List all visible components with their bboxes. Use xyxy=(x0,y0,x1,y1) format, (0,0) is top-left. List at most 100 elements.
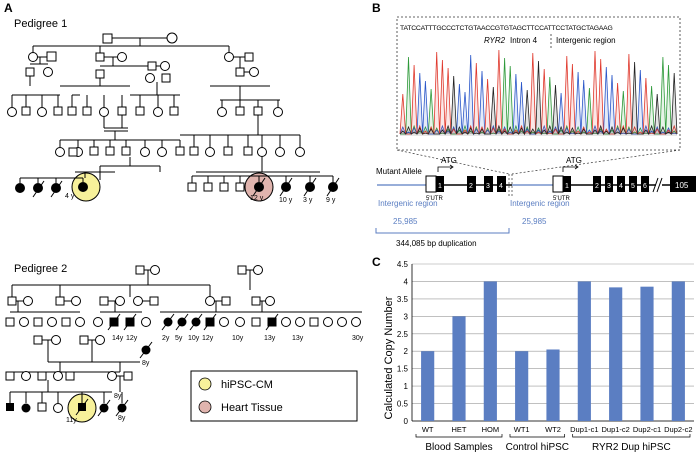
y-tick-label: 0.5 xyxy=(397,400,409,409)
pedigree-1: 4 y 12 y 10 y 3 y 9 y xyxy=(7,32,340,204)
svg-text:4: 4 xyxy=(619,183,623,190)
svg-text:25,985: 25,985 xyxy=(393,217,418,226)
pedigree-2: 14y 12y 2y 5y 10y 12y 10y 13y 13y 30y 8y xyxy=(5,265,364,424)
pedigree1-title: Pedigree 1 xyxy=(14,18,67,30)
svg-text:2y: 2y xyxy=(162,335,170,342)
svg-text:1: 1 xyxy=(565,183,569,190)
copy-number-chart: Calculated Copy Number 00.511.522.533.54… xyxy=(383,260,694,453)
group-bracket xyxy=(572,434,691,438)
svg-text:12y: 12y xyxy=(202,335,214,342)
y-tick-label: 1.5 xyxy=(397,365,409,374)
gene-label: RYR2 xyxy=(484,36,506,45)
bar-WT2 xyxy=(546,349,560,421)
bar-HOM xyxy=(483,281,497,421)
svg-text:3 y: 3 y xyxy=(303,197,313,204)
svg-text:10y: 10y xyxy=(188,335,200,342)
x-tick-label: Dup1-c1 xyxy=(570,425,598,434)
intergenic-label-1: Intergenic region xyxy=(378,199,438,208)
bar-WT xyxy=(421,351,435,421)
gene-map: Mutant Allele ATG 1 2 3 4 5'UTR ATG 1 5'… xyxy=(375,156,696,248)
svg-text:25,985: 25,985 xyxy=(522,217,547,226)
y-tick-label: 2.5 xyxy=(397,330,409,339)
svg-text:2: 2 xyxy=(469,183,473,190)
svg-text:13y: 13y xyxy=(264,335,276,342)
svg-text:13y: 13y xyxy=(292,335,304,342)
panel-a-label: A xyxy=(4,1,13,15)
svg-text:14y: 14y xyxy=(112,335,124,342)
svg-text:3: 3 xyxy=(607,183,611,190)
svg-text:12y: 12y xyxy=(126,335,138,342)
svg-text:8y: 8y xyxy=(114,393,122,400)
legend-hipsc-swatch xyxy=(198,377,212,391)
legend-hipsc-label: hiPSC-CM xyxy=(221,379,273,391)
y-tick-label: 1 xyxy=(404,382,409,391)
legend-heart-label: Heart Tissue xyxy=(221,402,283,414)
x-tick-label: Dup2-c1 xyxy=(633,425,661,434)
svg-text:5y: 5y xyxy=(175,335,183,342)
legend: hiPSC-CM Heart Tissue xyxy=(190,370,358,422)
svg-text:8y: 8y xyxy=(118,415,126,422)
affected-female xyxy=(15,183,25,193)
svg-text:10 y: 10 y xyxy=(279,197,293,204)
intergenic-label-2: Intergenic region xyxy=(510,199,570,208)
sequence-chromatogram: TATCCATTTGCCCTCTGTAACCGTGTAGCTTCCATTCCTA… xyxy=(396,16,681,151)
svg-text:6: 6 xyxy=(643,183,647,190)
bar-WT1 xyxy=(515,351,529,421)
svg-text:5'UTR: 5'UTR xyxy=(426,196,443,202)
chart-bars xyxy=(421,281,685,421)
x-tick-label: Dup1-c2 xyxy=(601,425,629,434)
x-tick-label: HOM xyxy=(482,425,500,434)
bar-Dup2-c1 xyxy=(640,286,654,421)
atg-label-1: ATG xyxy=(441,156,457,165)
svg-text:4: 4 xyxy=(499,183,503,190)
p1-founder-male xyxy=(102,33,113,44)
x-tick-label: Dup2-c2 xyxy=(664,425,692,434)
base-sequence: TATCCATTTGCCCTCTGTAACCGTGTAGCTTCCATTCCTA… xyxy=(400,25,613,32)
group-bracket xyxy=(415,434,503,438)
p1-founder-female xyxy=(166,32,178,44)
exon-1-mut xyxy=(436,176,444,192)
utr-box-1 xyxy=(425,175,437,193)
svg-text:10y: 10y xyxy=(232,335,244,342)
intergenic-top-label: Intergenic region xyxy=(556,36,616,45)
x-tick-label: WT2 xyxy=(545,425,561,434)
svg-text:3: 3 xyxy=(486,183,490,190)
svg-text:105: 105 xyxy=(675,181,689,190)
svg-text:4 y: 4 y xyxy=(65,193,75,200)
chromatogram-traces xyxy=(399,49,678,136)
svg-text:5: 5 xyxy=(631,183,635,190)
bar-Dup1-c2 xyxy=(609,287,623,421)
atg-label-2: ATG xyxy=(566,156,582,165)
x-tick-label: WT xyxy=(422,425,434,434)
bar-Dup2-c2 xyxy=(671,281,685,421)
y-axis-label: Calculated Copy Number xyxy=(383,296,395,419)
svg-text:30y: 30y xyxy=(352,335,364,342)
exon-105 xyxy=(670,176,696,192)
group-label: RYR2 Dup hiPSC xyxy=(592,442,671,453)
svg-text:9 y: 9 y xyxy=(326,197,336,204)
panel-b-label: B xyxy=(372,1,381,15)
panel-c-label: C xyxy=(372,255,381,269)
y-tick-label: 4 xyxy=(404,277,409,286)
svg-text:8y: 8y xyxy=(142,360,150,367)
y-tick-label: 3 xyxy=(404,312,409,321)
legend-heart-swatch xyxy=(198,400,212,414)
group-label: Blood Samples xyxy=(425,442,492,453)
svg-text:1: 1 xyxy=(438,183,442,190)
bar-HET xyxy=(452,316,466,421)
duplication-label: 344,085 bp duplication xyxy=(396,239,477,248)
legend-box xyxy=(190,370,358,422)
svg-text:5'UTR: 5'UTR xyxy=(553,196,570,202)
y-tick-label: 2 xyxy=(404,347,409,356)
svg-text:2: 2 xyxy=(595,183,599,190)
svg-text:11y: 11y xyxy=(66,417,77,424)
y-tick-label: 4.5 xyxy=(397,260,409,269)
bar-Dup1-c1 xyxy=(577,281,591,421)
group-bracket xyxy=(509,434,566,438)
trace-3 xyxy=(399,60,678,136)
proband-p1 xyxy=(78,182,88,192)
y-tick-label: 3.5 xyxy=(397,295,409,304)
pedigree2-title: Pedigree 2 xyxy=(14,263,67,275)
